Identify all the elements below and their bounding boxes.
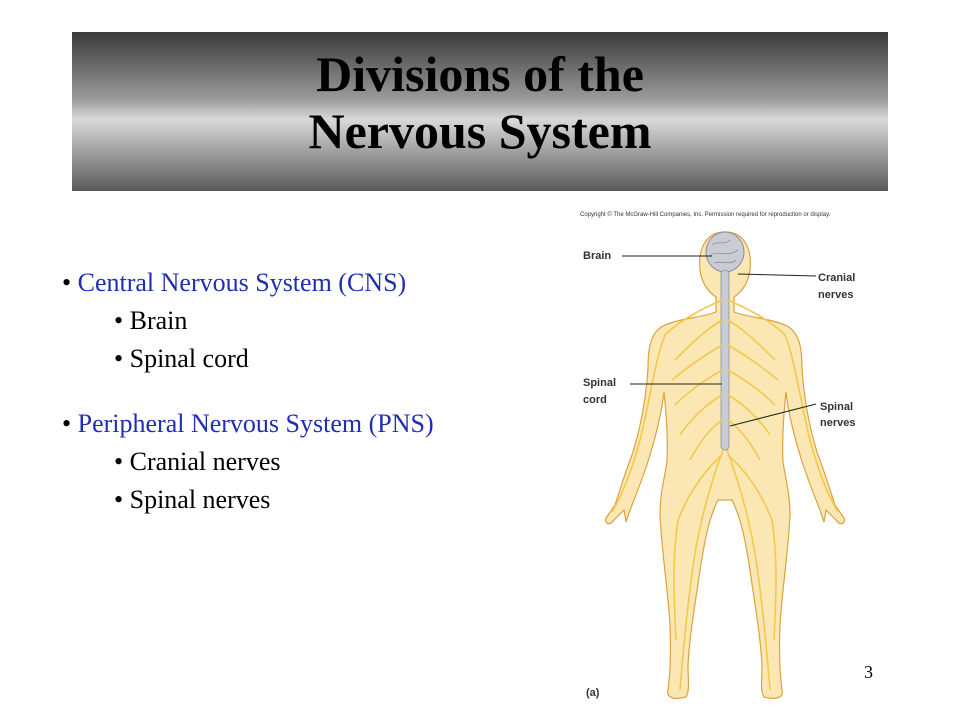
bullet-list: • Central Nervous System (CNS) • Brain •… xyxy=(62,264,434,519)
spinal-nerves-item: Spinal nerves xyxy=(129,485,271,514)
nerve-lines xyxy=(611,299,839,691)
pns-label: Peripheral Nervous System (PNS) xyxy=(77,409,434,438)
cns-label: Central Nervous System (CNS) xyxy=(77,268,407,297)
cranial-nerves-item: Cranial nerves xyxy=(129,447,281,476)
bullet-cns: • Central Nervous System (CNS) xyxy=(62,268,407,297)
panel-label: (a) xyxy=(586,687,600,699)
bullet-pns: • Peripheral Nervous System (PNS) xyxy=(62,409,434,438)
bullet-cranial-nerves: • Cranial nerves xyxy=(114,447,281,476)
label-cranial-line2: nerves xyxy=(818,289,854,301)
label-spinal-cord-line1: Spinal xyxy=(583,377,617,389)
label-spinal-nerves-line1: Spinal xyxy=(820,401,854,413)
copyright-notice: Copyright © The McGraw-Hill Companies, I… xyxy=(580,212,831,218)
slide-number: 3 xyxy=(864,662,873,682)
title-line-1: Divisions of the xyxy=(316,46,644,102)
bullet-spinal-nerves: • Spinal nerves xyxy=(114,485,271,514)
title-bar xyxy=(72,32,888,191)
label-brain: Brain xyxy=(583,250,612,262)
body-silhouette xyxy=(605,231,845,699)
label-spinal-nerves-line2: nerves xyxy=(820,417,856,429)
spinal-cord-item: Spinal cord xyxy=(129,344,249,373)
label-cranial-line1: Cranial xyxy=(818,272,856,284)
title-line-2: Nervous System xyxy=(308,103,652,159)
bullet-brain: • Brain xyxy=(114,306,188,335)
spinal-cord-shape xyxy=(720,269,730,451)
nervous-system-figure xyxy=(605,231,845,699)
bullet-spinal-cord: • Spinal cord xyxy=(114,344,249,373)
leader-lines xyxy=(622,255,817,427)
slide-title: Divisions of the Nervous System xyxy=(72,46,888,160)
brain-item: Brain xyxy=(129,306,188,335)
brain-shape xyxy=(705,231,745,273)
label-spinal-cord-line2: cord xyxy=(583,394,607,406)
